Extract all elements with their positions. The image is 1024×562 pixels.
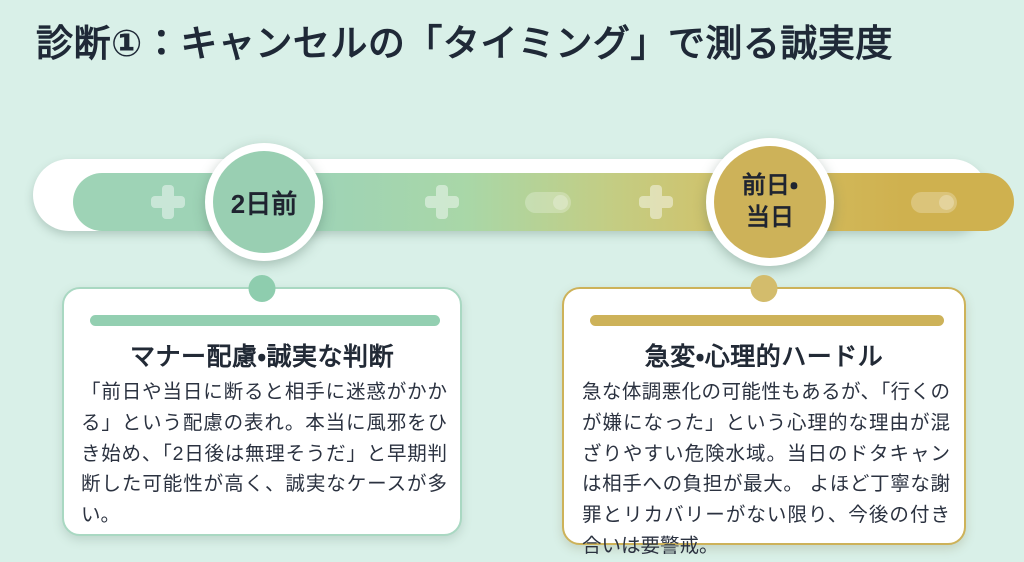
timeline-bar-outline — [33, 159, 1014, 231]
timeline: 2日前 前日・ 当日 — [0, 138, 1024, 266]
card-manner-consideration[interactable]: マナー配慮・誠実な判断 「前日や当日に断ると相手に迷惑がかかる」という配慮の表れ… — [62, 275, 462, 536]
plus-icon — [151, 185, 185, 219]
card-body: 急な体調悪化の可能性もあるが、「行くのが嫌になった」という心理的な理由が混ざりや… — [582, 377, 950, 562]
page-title: 診断①：キャンセルの「タイミング」で測る誠実度 — [36, 23, 893, 64]
card-sudden-psychological[interactable]: 急変・心理的ハードル 急な体調悪化の可能性もあるが、「行くのが嫌になった」という… — [562, 275, 966, 557]
card-connector-dot — [248, 275, 276, 302]
plus-icon — [639, 185, 673, 219]
timeline-node-2days[interactable]: 2日前 — [205, 143, 323, 261]
timeline-node-dayof[interactable]: 前日・ 当日 — [706, 138, 834, 266]
card-title: マナー配慮・誠実な判断 — [129, 343, 394, 371]
toggle-pill-icon — [911, 192, 957, 213]
card-body: 「前日や当日に断ると相手に迷惑がかかる」という配慮の表れ。本当に風邪をひき始め、… — [81, 377, 447, 531]
timeline-node-dayof-label-line1: 前日・ — [741, 171, 799, 199]
toggle-pill-icon — [525, 192, 571, 213]
card-title: 急変・心理的ハードル — [644, 343, 884, 371]
card-accent-bar — [590, 315, 944, 326]
timeline-node-dayof-label: 前日・ 当日 — [714, 146, 826, 258]
card-accent-bar — [90, 315, 440, 326]
card-body-text: 急な体調悪化の可能性もあるが、「行くのが嫌になった」という心理的な理由が混ざりや… — [582, 381, 950, 557]
timeline-node-dayof-label-line2: 当日 — [745, 204, 794, 231]
timeline-node-2days-label: 2日前 — [213, 151, 315, 253]
card-connector-dot — [750, 275, 778, 302]
plus-icon — [425, 185, 459, 219]
card-body-text: 「前日や当日に断ると相手に迷惑がかかる」という配慮の表れ。本当に風邪をひき始め、… — [81, 381, 447, 527]
